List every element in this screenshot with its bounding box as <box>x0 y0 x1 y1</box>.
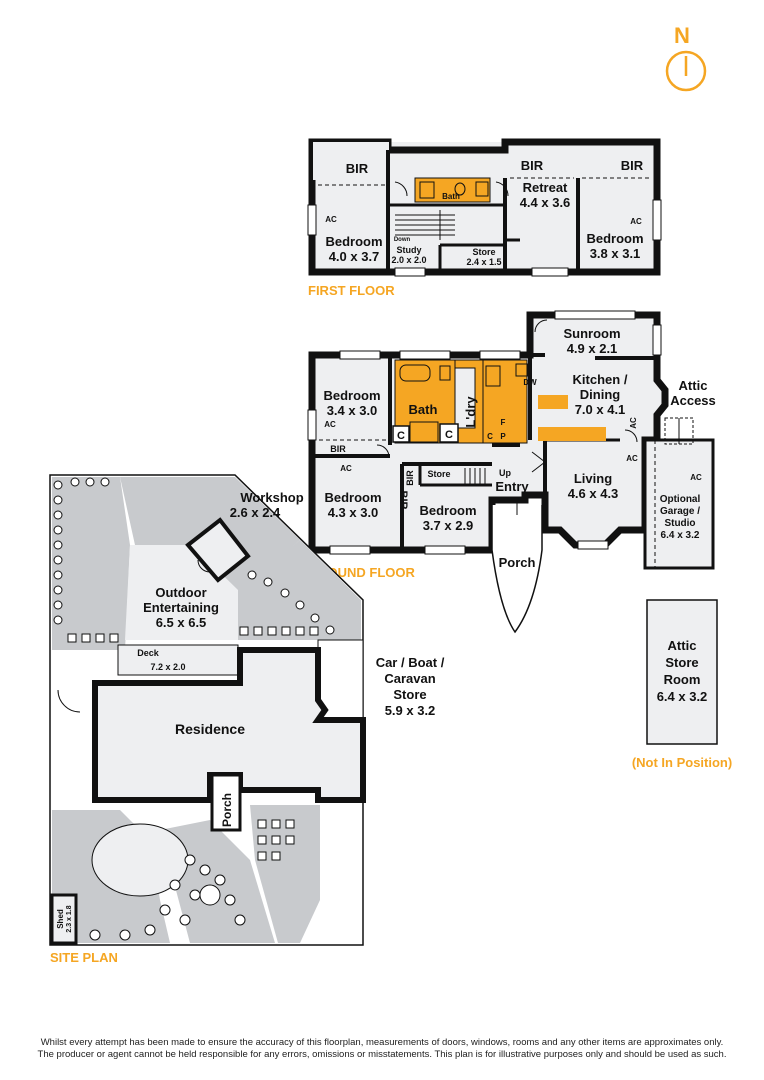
gf-cupboard-2: C <box>445 429 453 441</box>
disclaimer-line-1: Whilst every attempt has been made to en… <box>40 1037 724 1048</box>
attic-store-l3: Room <box>664 672 701 687</box>
site-shed-dim: 2.3 x 1.8 <box>66 905 73 932</box>
gf-kitchen-name-2: Dining <box>580 387 620 402</box>
site-plan-heading: SITE PLAN <box>50 950 118 965</box>
site-residence-label: Residence <box>175 721 245 737</box>
gf-bath-label: Bath <box>409 402 438 417</box>
ff-bedroom-left-dim: 4.0 x 3.7 <box>329 249 380 264</box>
disclaimer-line-2: The producer or agent cannot be held res… <box>37 1049 727 1060</box>
site-outdoor-1: Outdoor <box>155 585 206 600</box>
site-carport-2: Caravan <box>384 671 435 686</box>
attic-store-dim: 6.4 x 3.2 <box>657 689 708 704</box>
gf-cupboard-3: C <box>487 432 493 441</box>
gf-bir-3: BIR <box>397 491 409 510</box>
gf-garage-1: Optional <box>660 494 701 505</box>
gf-porch-label: Porch <box>499 555 536 570</box>
gf-sunroom-dim: 4.9 x 2.1 <box>567 341 618 356</box>
ff-study-dim: 2.0 x 2.0 <box>391 255 426 265</box>
attic-store-room: Attic Store Room 6.4 x 3.2 <box>646 599 718 745</box>
ff-study-name: Study <box>396 245 421 255</box>
ff-retreat-dim: 4.4 x 3.6 <box>520 195 571 210</box>
attic-store-l2: Store <box>665 655 698 670</box>
ff-retreat-name: Retreat <box>523 180 568 195</box>
site-carport-dim: 5.9 x 3.2 <box>385 703 436 718</box>
ground-floor-plan: Bedroom 3.4 x 3.0 Bath L'dry C C C P F D… <box>307 310 716 634</box>
gf-bir-2: BIR <box>405 470 415 486</box>
gf-living-dim: 4.6 x 4.3 <box>568 486 619 501</box>
gf-bedroom2-name: Bedroom <box>324 490 381 505</box>
ff-bedroom-right-dim: 3.8 x 3.1 <box>590 246 641 261</box>
ff-bedroom-left-name: Bedroom <box>325 234 382 249</box>
ff-bath-label: Bath <box>442 192 460 201</box>
disclaimer: Whilst every attempt has been made to en… <box>20 1037 744 1061</box>
gf-fridge: F <box>501 418 506 427</box>
gf-cupboard-1: C <box>397 430 405 442</box>
gf-garage-3: Studio <box>664 518 695 529</box>
gf-kitchen-name-1: Kitchen / <box>573 372 628 387</box>
gf-kitchen-dim: 7.0 x 4.1 <box>575 402 626 417</box>
gf-attic-access-1: Attic <box>679 378 708 393</box>
gf-bedroom1-name: Bedroom <box>323 388 380 403</box>
gf-attic-access-2: Access <box>670 393 716 408</box>
first-floor-plan: BIR BIR BIR AC AC Bedroom 4.0 x 3.7 Bath… <box>307 138 662 277</box>
site-plan <box>49 474 366 946</box>
gf-dishwasher: DW <box>523 378 537 387</box>
gf-entry-label: Entry <box>495 479 529 494</box>
gf-bedroom2-dim: 4.3 x 3.0 <box>328 505 379 520</box>
gf-ac-2: AC <box>340 464 352 473</box>
site-shed-name: Shed <box>56 909 65 929</box>
site-carport-1: Car / Boat / <box>376 655 445 670</box>
ff-bir-right-label: BIR <box>621 158 644 173</box>
gf-pantry: P <box>500 432 506 441</box>
gf-garage-2: Garage / <box>660 506 700 517</box>
gf-bedroom1-dim: 3.4 x 3.0 <box>327 403 378 418</box>
gf-bedroom3-name: Bedroom <box>419 503 476 518</box>
ff-bir-left-label: BIR <box>346 161 369 176</box>
ff-bir-mid-label: BIR <box>521 158 544 173</box>
ff-store-dim: 2.4 x 1.5 <box>466 257 501 267</box>
gf-bedroom3-dim: 3.7 x 2.9 <box>423 518 474 533</box>
compass-letter: N <box>674 23 690 48</box>
site-deck-name: Deck <box>137 648 160 658</box>
gf-garage-dim: 6.4 x 3.2 <box>661 530 700 541</box>
attic-store-note: (Not In Position) <box>632 755 732 770</box>
ff-store-name: Store <box>472 247 495 257</box>
attic-store-l1: Attic <box>668 638 697 653</box>
site-porch-label: Porch <box>220 793 234 827</box>
site-outdoor-dim: 6.5 x 6.5 <box>156 615 207 630</box>
ff-ac-left: AC <box>325 215 337 224</box>
ff-ac-right: AC <box>630 217 642 226</box>
site-carport-3: Store <box>393 687 426 702</box>
site-workshop-dim: 2.6 x 2.4 <box>230 505 281 520</box>
gf-sunroom-name: Sunroom <box>563 326 620 341</box>
gf-ac-3: AC <box>629 417 638 429</box>
gf-up-label: Up <box>499 468 511 478</box>
gf-ac-1: AC <box>324 420 336 429</box>
gf-laundry-label: L'dry <box>463 396 478 428</box>
gf-bir-1: BIR <box>330 444 346 454</box>
gf-living-name: Living <box>574 471 612 486</box>
gf-store-label: Store <box>427 469 450 479</box>
north-compass-icon: N <box>665 23 707 92</box>
site-deck-dim: 7.2 x 2.0 <box>150 662 185 672</box>
ff-bedroom-right-name: Bedroom <box>586 231 643 246</box>
ff-down-label: Down <box>394 237 411 243</box>
gf-ac-4: AC <box>626 454 638 463</box>
site-outdoor-2: Entertaining <box>143 600 219 615</box>
site-workshop-name: Workshop <box>240 490 303 505</box>
first-floor-heading: FIRST FLOOR <box>308 283 395 298</box>
gf-ac-5: AC <box>690 473 702 482</box>
